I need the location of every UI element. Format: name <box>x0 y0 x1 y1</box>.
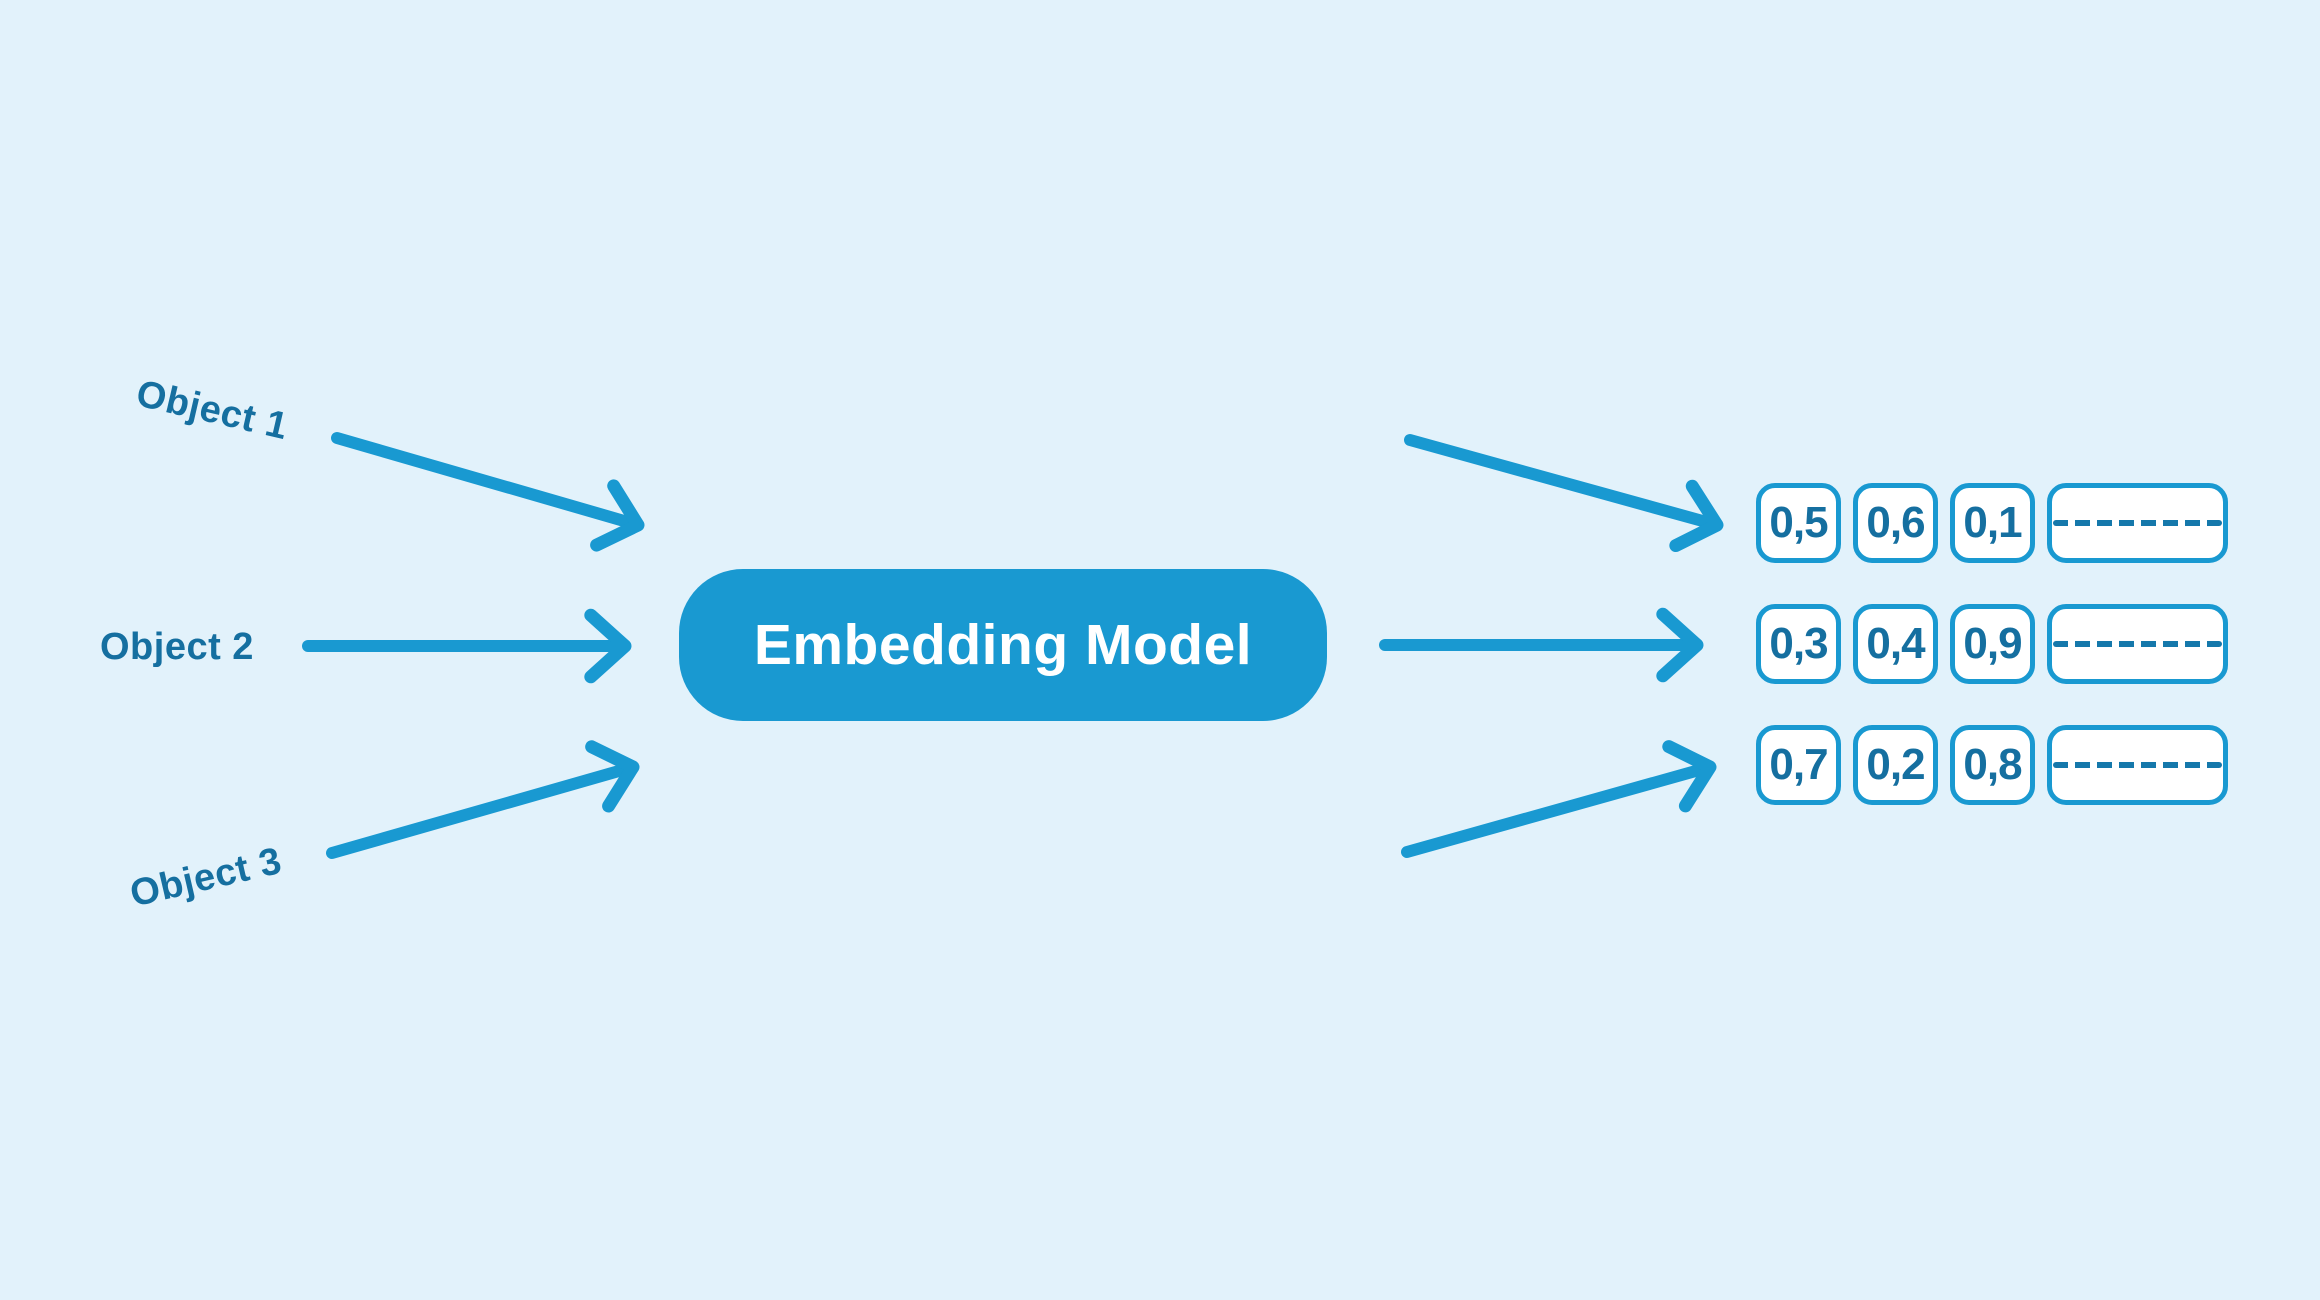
dash-line-icon <box>2053 520 2222 526</box>
dash-line-icon <box>2053 762 2222 768</box>
vector-value-box-r1-c2: 0,6 <box>1853 483 1938 563</box>
arrow-model-to-row2-icon <box>1379 607 1704 683</box>
arrow-object3-to-model-icon <box>326 740 640 859</box>
arrow-model-to-row3-icon <box>1401 740 1717 858</box>
vector-value-box-r3-c2: 0,2 <box>1853 725 1938 805</box>
vector-value-box-r2-c1: 0,3 <box>1756 604 1841 684</box>
vector-ellipsis-box-r3 <box>2047 725 2228 805</box>
vector-value-box-r1-c1: 0,5 <box>1756 483 1841 563</box>
input-label-object-2: Object 2 <box>100 626 254 668</box>
vector-value-box-r2-c3: 0,9 <box>1950 604 2035 684</box>
vector-value-box-r3-c1: 0,7 <box>1756 725 1841 805</box>
vector-value-box-r2-c2: 0,4 <box>1853 604 1938 684</box>
vector-value-box-r1-c3: 0,1 <box>1950 483 2035 563</box>
arrow-object1-to-model-icon <box>331 432 645 552</box>
embedding-model-node: Embedding Model <box>679 569 1327 721</box>
arrow-object2-to-model-icon <box>302 608 632 684</box>
vector-value-box-r3-c3: 0,8 <box>1950 725 2035 805</box>
arrow-model-to-row1-icon <box>1404 434 1724 553</box>
embedding-model-label: Embedding Model <box>753 613 1253 677</box>
input-label-object-3: Object 3 <box>126 839 286 916</box>
vector-ellipsis-box-r1 <box>2047 483 2228 563</box>
input-label-object-1: Object 1 <box>132 372 292 449</box>
dash-line-icon <box>2053 641 2222 647</box>
vector-ellipsis-box-r2 <box>2047 604 2228 684</box>
